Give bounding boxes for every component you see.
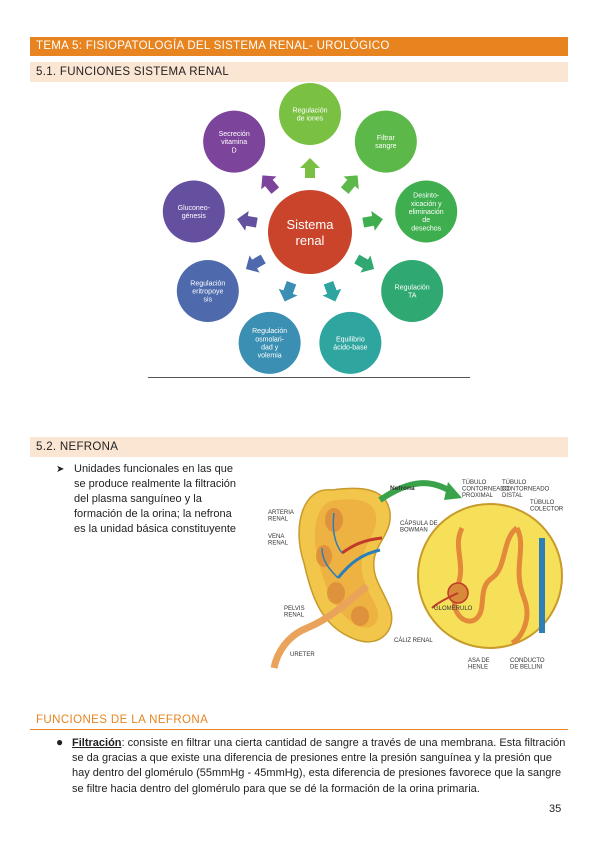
function-node — [395, 180, 458, 243]
function-node-label: Gluconeo-génesis — [178, 205, 211, 220]
diagram-divider — [148, 377, 470, 378]
flow-arrow-icon — [245, 254, 266, 273]
flow-arrow-icon — [300, 158, 320, 178]
function-node — [203, 110, 266, 173]
page-number: 35 — [549, 803, 562, 815]
function-node — [279, 83, 341, 145]
function-node — [319, 311, 382, 374]
flow-arrow-icon — [354, 254, 375, 273]
zoom-arrow — [378, 480, 454, 503]
flow-arrow-icon — [362, 211, 383, 231]
function-node — [176, 260, 239, 322]
subsection-title: FUNCIONES DE LA NEFRONA — [36, 714, 209, 726]
flow-arrow-icon — [237, 211, 258, 231]
nefrona-bullet: ➤ Unidades funcionales en las que se pro… — [56, 462, 238, 537]
label-nefrona: Nefrona — [390, 485, 415, 492]
section-title-funciones: 5.1. FUNCIONES SISTEMA RENAL — [30, 62, 568, 82]
center-node — [268, 190, 352, 274]
label-glomerulo: GLOMÉRULO — [434, 605, 473, 612]
filtracion-text: : consiste en filtrar una cierta cantida… — [72, 737, 566, 795]
subsection-underline — [30, 729, 568, 730]
topic-header: TEMA 5: FISIOPATOLOGÍA DEL SISTEMA RENAL… — [30, 37, 568, 56]
filtracion-paragraph: ● Filtración: consiste en filtrar una ci… — [56, 735, 566, 797]
term-filtracion: Filtración — [72, 737, 122, 749]
flow-arrow-icon — [261, 175, 280, 194]
flow-arrow-icon — [278, 281, 298, 302]
nefrona-bullet-text: Unidades funcionales en las que se produ… — [74, 463, 237, 535]
function-node — [162, 180, 225, 243]
flow-arrow-icon — [340, 175, 359, 194]
flow-arrow-icon — [322, 281, 342, 302]
section-title-nefrona: 5.2. NEFRONA — [30, 437, 568, 457]
arrow-bullet-icon: ➤ — [56, 464, 65, 475]
label-ureter: URETER — [290, 652, 315, 658]
bullet-dot-icon: ● — [56, 735, 64, 749]
label-caliz-renal: CÁLIZ RENAL — [394, 637, 433, 644]
function-node — [354, 110, 417, 173]
function-node — [238, 311, 301, 374]
function-node — [381, 260, 444, 322]
